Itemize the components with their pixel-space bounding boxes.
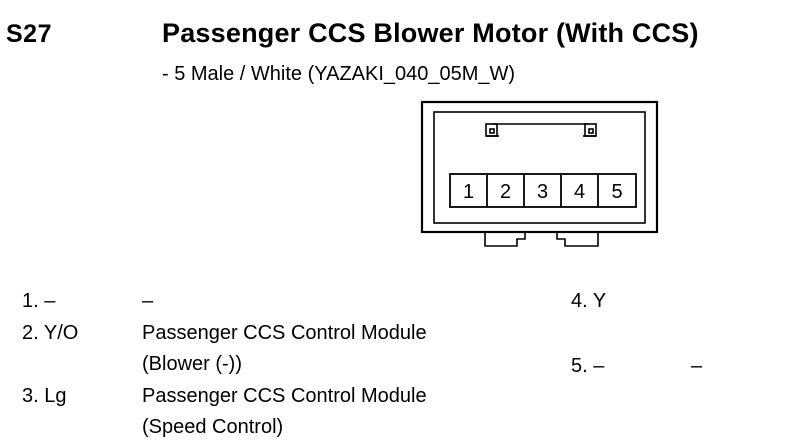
pin-label-1: 1	[463, 181, 474, 203]
connector-latch	[485, 123, 597, 137]
pin-description: Passenger CCS Control Module	[142, 322, 427, 344]
connector-diagram: 1 2 3 4 5	[420, 100, 659, 247]
pin-number: 2. Y/O	[22, 322, 79, 344]
pin-description: –	[142, 290, 154, 312]
pin-number: 4. Y	[571, 290, 607, 312]
pin-label-5: 5	[611, 181, 622, 203]
pin-number: 3. Lg	[22, 385, 67, 407]
connector-subtitle: - 5 Male / White (YAZAKI_040_05M_W)	[162, 63, 516, 85]
connector-code: S27	[6, 20, 52, 48]
pin-description: (Speed Control)	[142, 416, 284, 438]
connector-keys	[484, 232, 599, 247]
pin-description: Passenger CCS Control Module	[142, 385, 427, 407]
pin-description: –	[691, 355, 703, 377]
pin-description: (Blower (-))	[142, 353, 242, 375]
pin-label-2: 2	[500, 181, 511, 203]
pin-block	[449, 173, 637, 208]
page-title: Passenger CCS Blower Motor (With CCS)	[162, 18, 699, 48]
pin-label-3: 3	[537, 181, 548, 203]
connector-housing-outer	[420, 100, 659, 234]
connector-housing-inner	[433, 111, 646, 224]
pin-label-4: 4	[574, 181, 585, 203]
pin-number: 1. –	[22, 290, 56, 312]
pin-number: 5. –	[571, 355, 605, 377]
